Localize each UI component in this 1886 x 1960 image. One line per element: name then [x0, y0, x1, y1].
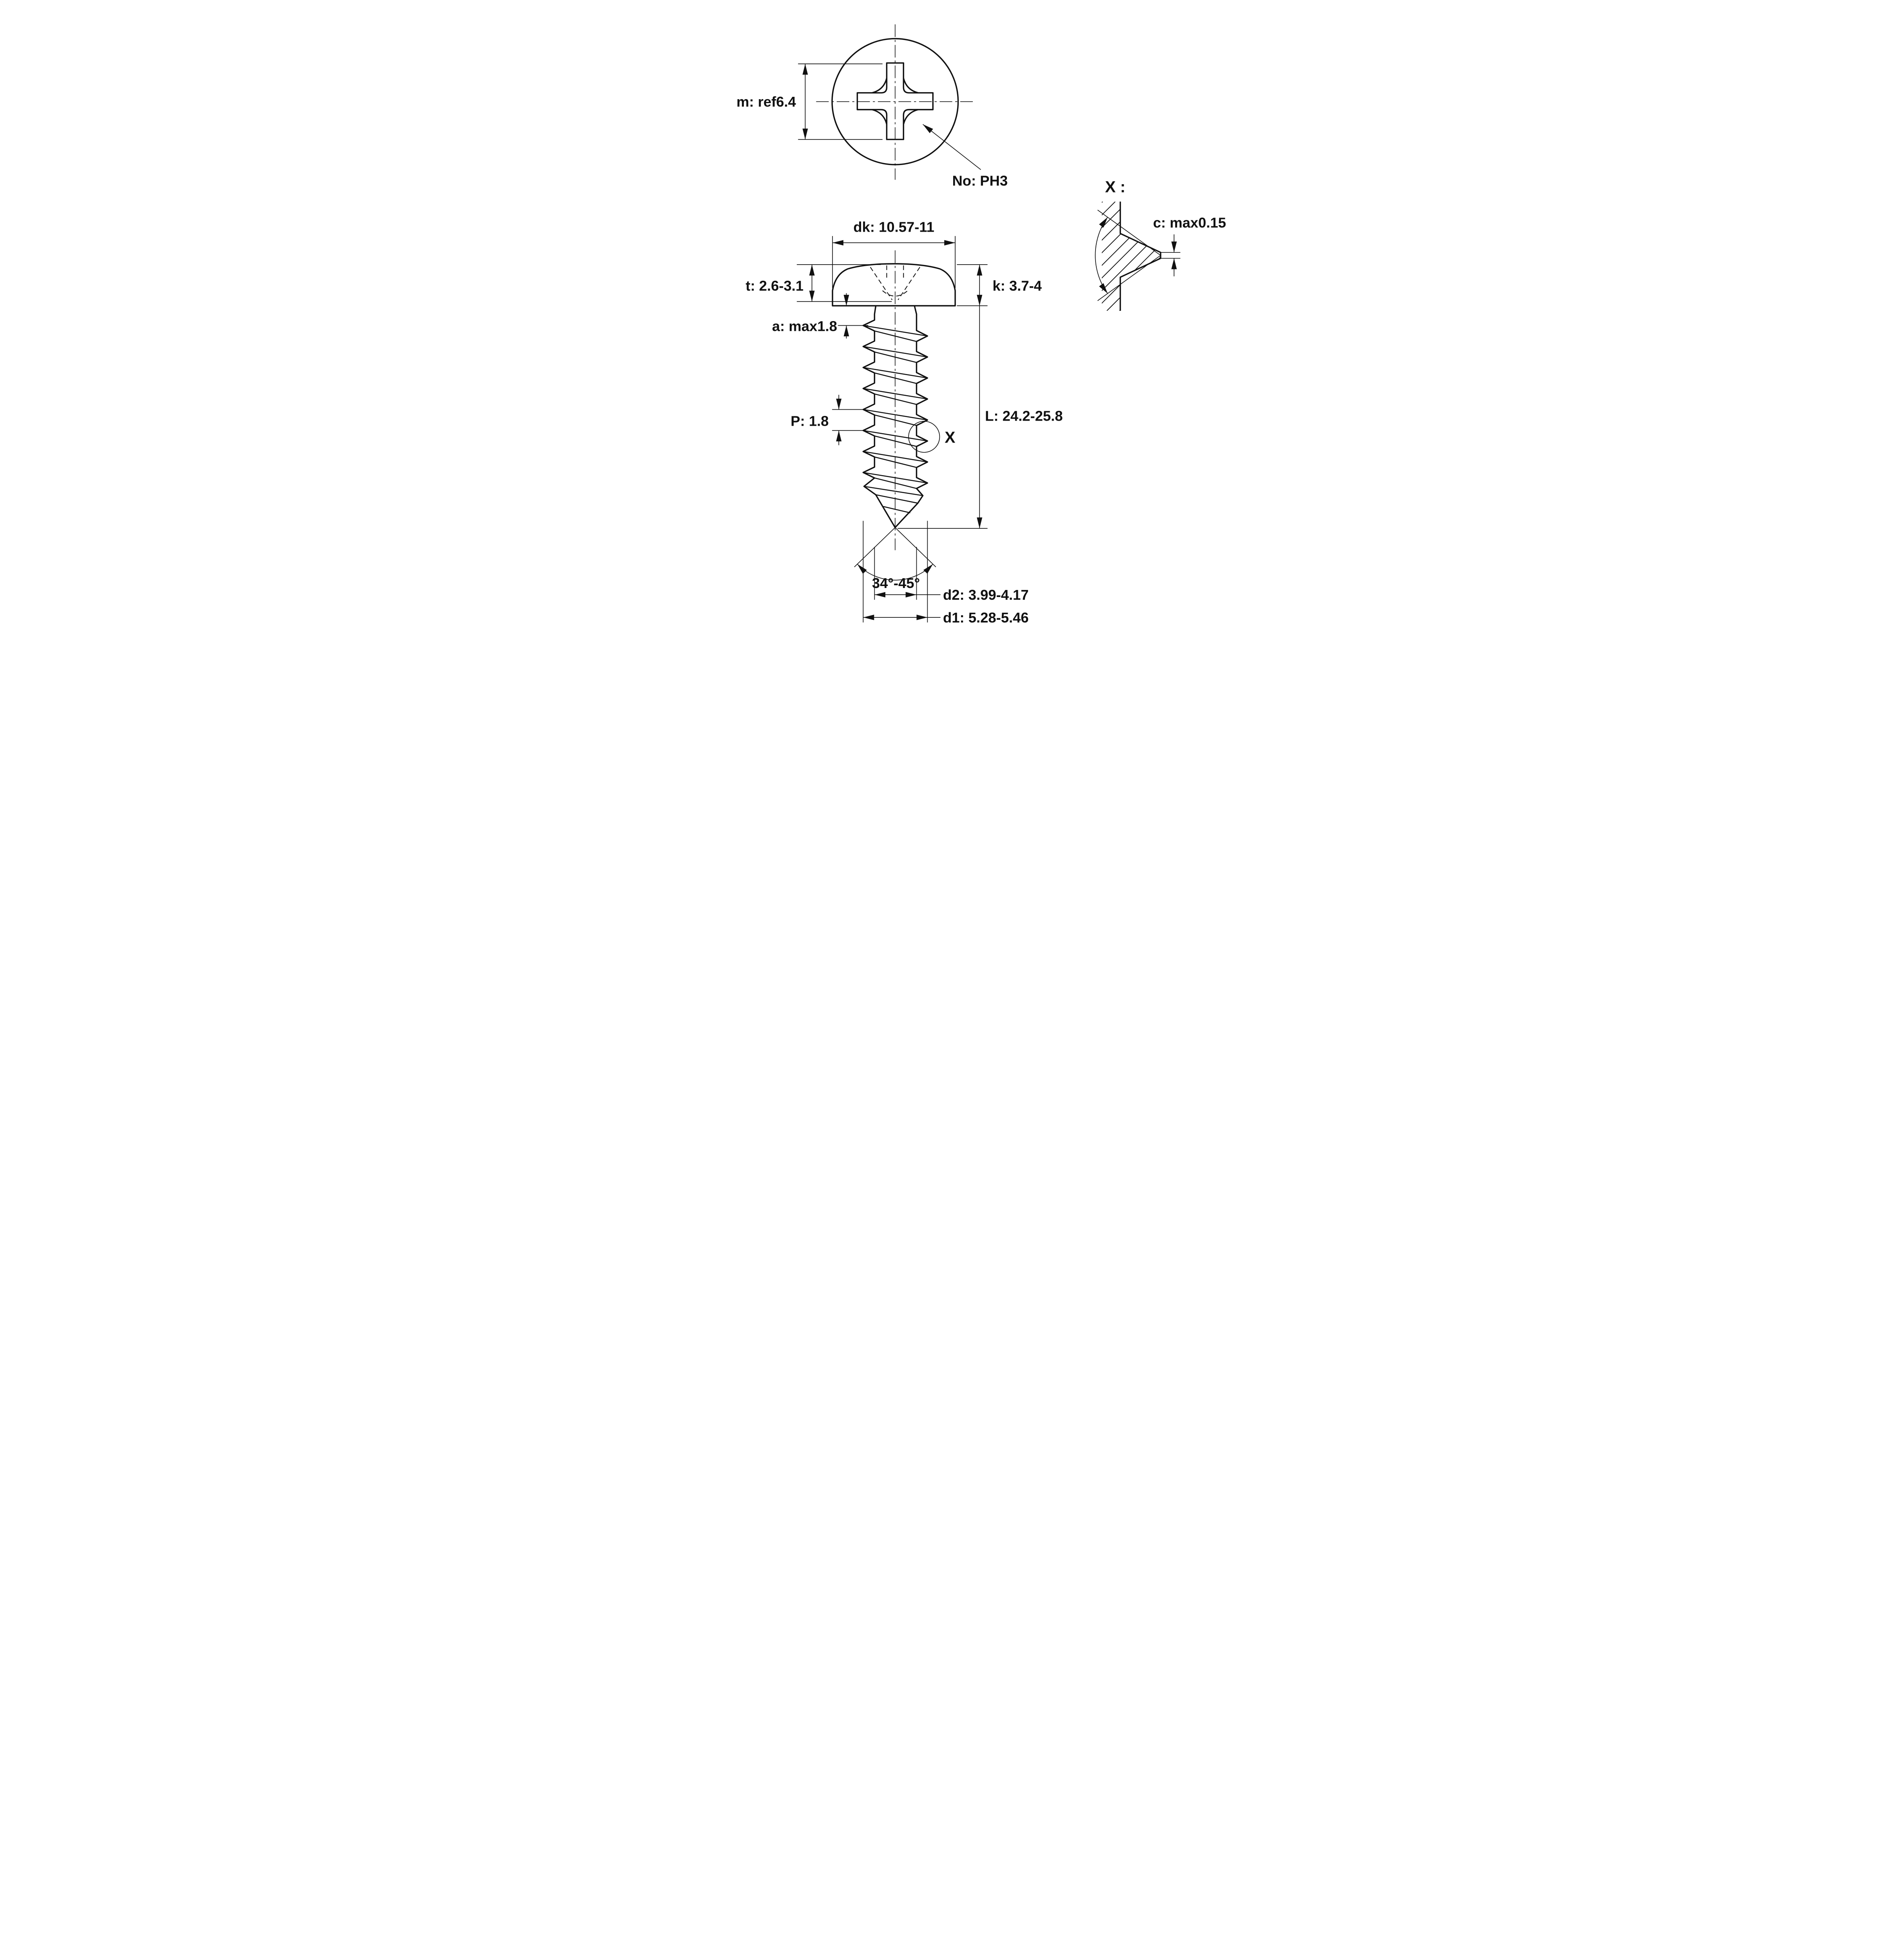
dimension-p: P: 1.8	[790, 395, 866, 445]
screw-thread-profile	[862, 305, 928, 528]
dimension-a: a: max1.8	[772, 293, 869, 339]
technical-drawing: m: ref6.4 No: PH3 X : c: max0.15	[736, 24, 1226, 626]
dimension-k: k: 3.7-4	[957, 264, 1042, 306]
point-thread-lines	[864, 486, 923, 514]
recess-wing-top-right	[903, 78, 919, 94]
side-view: dk: 10.57-11 t: 2.6-3.1 k: 3.7-4 L: 24.2…	[746, 219, 1063, 625]
l-dim-label: L: 24.2-25.8	[985, 408, 1063, 424]
p-dim-label: P: 1.8	[790, 413, 829, 429]
d2-dim-label: d2: 3.99-4.17	[943, 587, 1029, 603]
drawing-sheet: m: ref6.4 No: PH3 X : c: max0.15	[649, 0, 1237, 661]
recess-hidden-lines	[870, 265, 920, 300]
dimension-point-angle: 34°-45°	[854, 527, 936, 591]
t-dim-label: t: 2.6-3.1	[746, 278, 804, 294]
dimension-dk: dk: 10.57-11	[832, 219, 956, 288]
c-dim-label: c: max0.15	[1153, 215, 1226, 231]
phillips-recess	[856, 62, 934, 140]
dimension-d2: d2: 3.99-4.17	[874, 546, 1029, 603]
screw-head-profile	[832, 263, 956, 307]
thread-angle-annotation	[1095, 210, 1161, 301]
top-view-centerlines	[816, 24, 974, 180]
thread-root-lines	[874, 330, 917, 489]
detail-view-x: X : c: max0.15	[1095, 178, 1226, 311]
dimension-t: t: 2.6-3.1	[746, 264, 892, 302]
dimension-c: c: max0.15	[1153, 215, 1226, 276]
d1-dim-label: d1: 5.28-5.46	[943, 610, 1029, 626]
top-view: m: ref6.4 No: PH3	[736, 24, 1008, 189]
detail-x-ref-label: X	[945, 428, 955, 446]
detail-view-title: X :	[1105, 178, 1125, 196]
m-dim-label: m: ref6.4	[736, 94, 796, 110]
dk-dim-label: dk: 10.57-11	[853, 219, 934, 235]
head-outline-top	[831, 38, 959, 165]
section-hatching	[1101, 201, 1161, 311]
thread-crest-lines	[863, 325, 928, 484]
dimension-d1: d1: 5.28-5.46	[863, 521, 1029, 626]
leader-recess-no: No: PH3	[923, 124, 1008, 189]
a-dim-label: a: max1.8	[772, 318, 837, 334]
recess-wing-top-left	[872, 78, 888, 94]
detail-x-circle	[908, 421, 940, 453]
k-dim-label: k: 3.7-4	[992, 278, 1042, 294]
point-angle-label: 34°-45°	[872, 575, 920, 591]
recess-wing-bottom-left	[872, 109, 888, 125]
dimension-m: m: ref6.4	[736, 63, 883, 140]
detail-x-reference: X	[908, 421, 955, 453]
dimension-L: L: 24.2-25.8	[898, 305, 1063, 529]
recess-wing-bottom-right	[903, 109, 919, 125]
recess-no-label: No: PH3	[952, 173, 1008, 189]
